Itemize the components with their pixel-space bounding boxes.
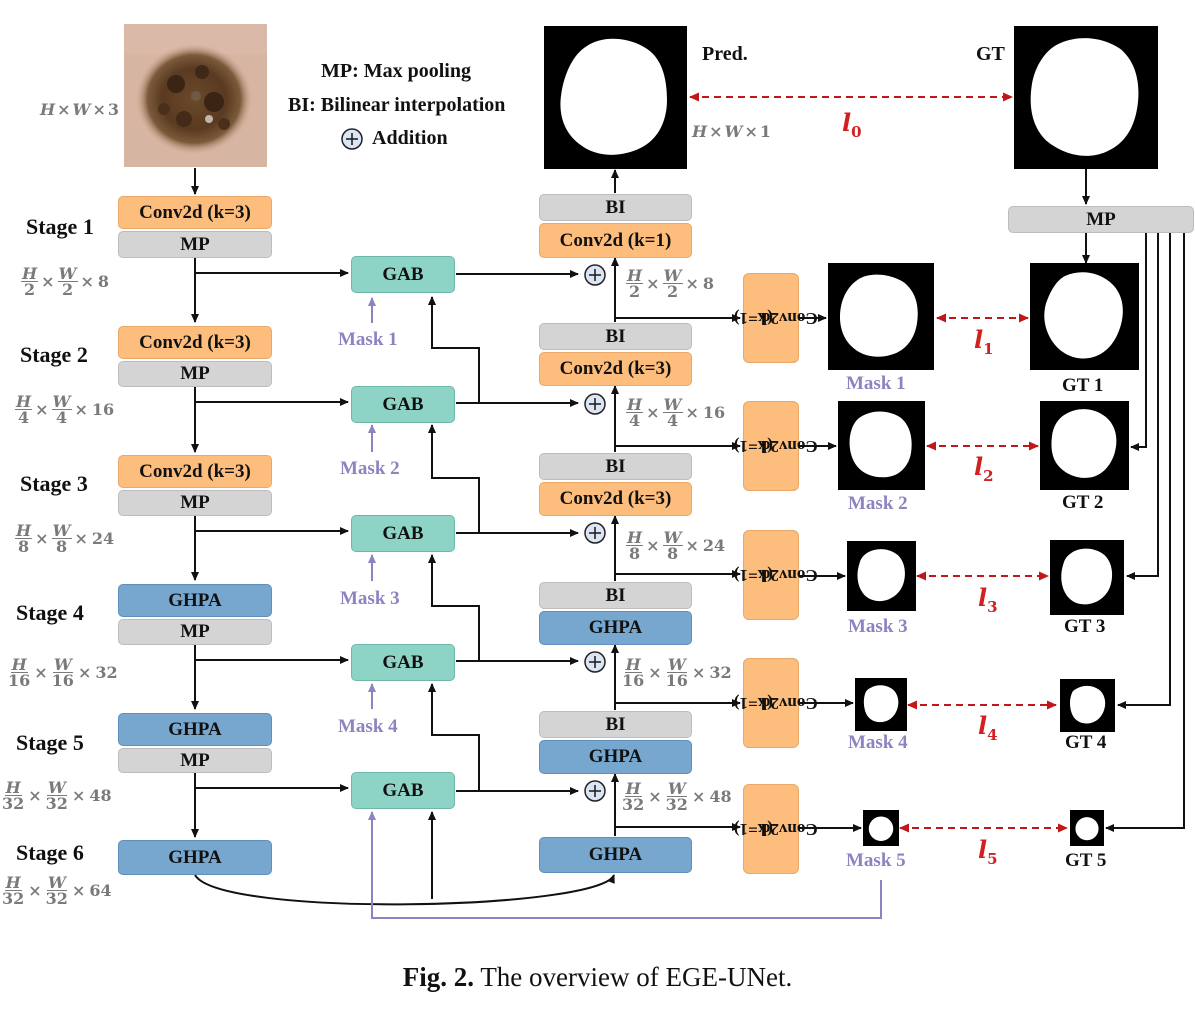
side-mask-3 <box>847 541 916 611</box>
decoder-3-bi: BI <box>539 453 692 480</box>
gab-mask-3-label: Mask 3 <box>340 588 400 609</box>
legend-bi: BI: Bilinear interpolation <box>288 94 506 116</box>
stage-2-label: Stage 2 <box>20 342 88 367</box>
decoder-1-conv: Conv2d (k=1) <box>539 223 692 258</box>
gt-mask-4-label: GT 4 <box>1065 732 1107 753</box>
loss-1: l1 <box>974 325 994 358</box>
gab-block-2: GAB <box>351 386 455 423</box>
stage-6-ghpa: GHPA <box>118 840 272 875</box>
stage-4-mp: MP <box>118 619 272 645</box>
gab-block-1: GAB <box>351 256 455 293</box>
input-image <box>124 24 267 167</box>
decoder-5-ghpa: GHPA <box>539 740 692 774</box>
gt-mask-5 <box>1070 810 1104 846</box>
loss-4: l4 <box>978 711 998 744</box>
addition-icon <box>341 128 363 150</box>
gt-mask-2-label: GT 2 <box>1062 492 1104 513</box>
stage-6-label: Stage 6 <box>16 840 84 865</box>
decoder-4-bi: BI <box>539 582 692 609</box>
pred-dim: H×W×1 <box>692 122 772 141</box>
gt-mask-1 <box>1030 263 1139 370</box>
decoder-6-ghpa: GHPA <box>539 837 692 873</box>
decoder-1-bi: BI <box>539 194 692 221</box>
prediction-mask <box>544 26 687 169</box>
stage-1-conv: Conv2d (k=3) <box>118 196 272 229</box>
side-mask-5-label: Mask 5 <box>846 850 906 871</box>
legend-mp: MP: Max pooling <box>321 60 471 82</box>
decoder-3-conv: Conv2d (k=3) <box>539 482 692 516</box>
stage-1-label: Stage 1 <box>26 214 94 239</box>
gt-mask-4 <box>1060 679 1115 732</box>
side-mask-3-label: Mask 3 <box>848 616 908 637</box>
gab-mask-2-label: Mask 2 <box>340 458 400 479</box>
loss-5: l5 <box>978 835 998 868</box>
figure-caption: Fig. 2. The overview of EGE-UNet. <box>402 962 793 992</box>
input-dim: H×W×3 <box>40 100 120 119</box>
gt-mask-1-label: GT 1 <box>1062 375 1104 396</box>
side-mask-4-label: Mask 4 <box>848 732 908 753</box>
gt-mask-5-label: GT 5 <box>1065 850 1107 871</box>
gab-block-5: GAB <box>351 772 455 809</box>
stage-3-mp: MP <box>118 490 272 516</box>
decoder-2-conv: Conv2d (k=3) <box>539 352 692 386</box>
add-icon-5 <box>584 780 606 802</box>
side-mask-1 <box>828 263 934 370</box>
side-conv-4: Conv2d(k=1) <box>734 658 817 748</box>
gt-mp-block: MP <box>1008 206 1194 233</box>
add-icon-2 <box>584 393 606 415</box>
side-conv-1: Conv2d(k=1) <box>734 273 817 363</box>
gab-mask-1-label: Mask 1 <box>338 329 398 350</box>
gab-block-4: GAB <box>351 644 455 681</box>
side-mask-2-label: Mask 2 <box>848 493 908 514</box>
add-icon-3 <box>584 522 606 544</box>
stage-4-ghpa: GHPA <box>118 584 272 617</box>
legend-add: Addition <box>372 127 448 149</box>
gab-mask-4-label: Mask 4 <box>338 716 398 737</box>
gt-mask-3 <box>1050 540 1124 615</box>
gt-mask-3-label: GT 3 <box>1064 616 1106 637</box>
stage-2-conv: Conv2d (k=3) <box>118 326 272 359</box>
stage-4-label: Stage 4 <box>16 600 84 625</box>
side-mask-1-label: Mask 1 <box>846 373 906 394</box>
stage-3-conv: Conv2d (k=3) <box>118 455 272 488</box>
side-mask-5 <box>863 810 899 846</box>
side-conv-3: Conv2d(k=1) <box>734 530 817 620</box>
side-mask-4 <box>855 678 907 731</box>
decoder-4-ghpa: GHPA <box>539 611 692 645</box>
stage-3-label: Stage 3 <box>20 471 88 496</box>
stage-5-ghpa: GHPA <box>118 713 272 746</box>
gab-block-3: GAB <box>351 515 455 552</box>
side-mask-2 <box>838 401 925 490</box>
gt-mask <box>1014 26 1158 169</box>
loss-3: l3 <box>978 583 998 616</box>
gt-mask-2 <box>1040 401 1129 490</box>
decoder-2-bi: BI <box>539 323 692 350</box>
loss-2: l2 <box>974 452 994 485</box>
stage-2-mp: MP <box>118 361 272 387</box>
gt-label: GT <box>976 43 1005 65</box>
stage-1-mp: MP <box>118 231 272 258</box>
stage-5-mp: MP <box>118 748 272 773</box>
add-icon-4 <box>584 651 606 673</box>
loss-0: l0 <box>842 108 862 141</box>
side-conv-5: Conv2d(k=1) <box>734 784 817 874</box>
pred-label: Pred. <box>702 43 748 65</box>
add-icon-1 <box>584 264 606 286</box>
decoder-5-bi: BI <box>539 711 692 738</box>
stage-5-label: Stage 5 <box>16 730 84 755</box>
side-conv-2: Conv2d(k=1) <box>734 401 817 491</box>
